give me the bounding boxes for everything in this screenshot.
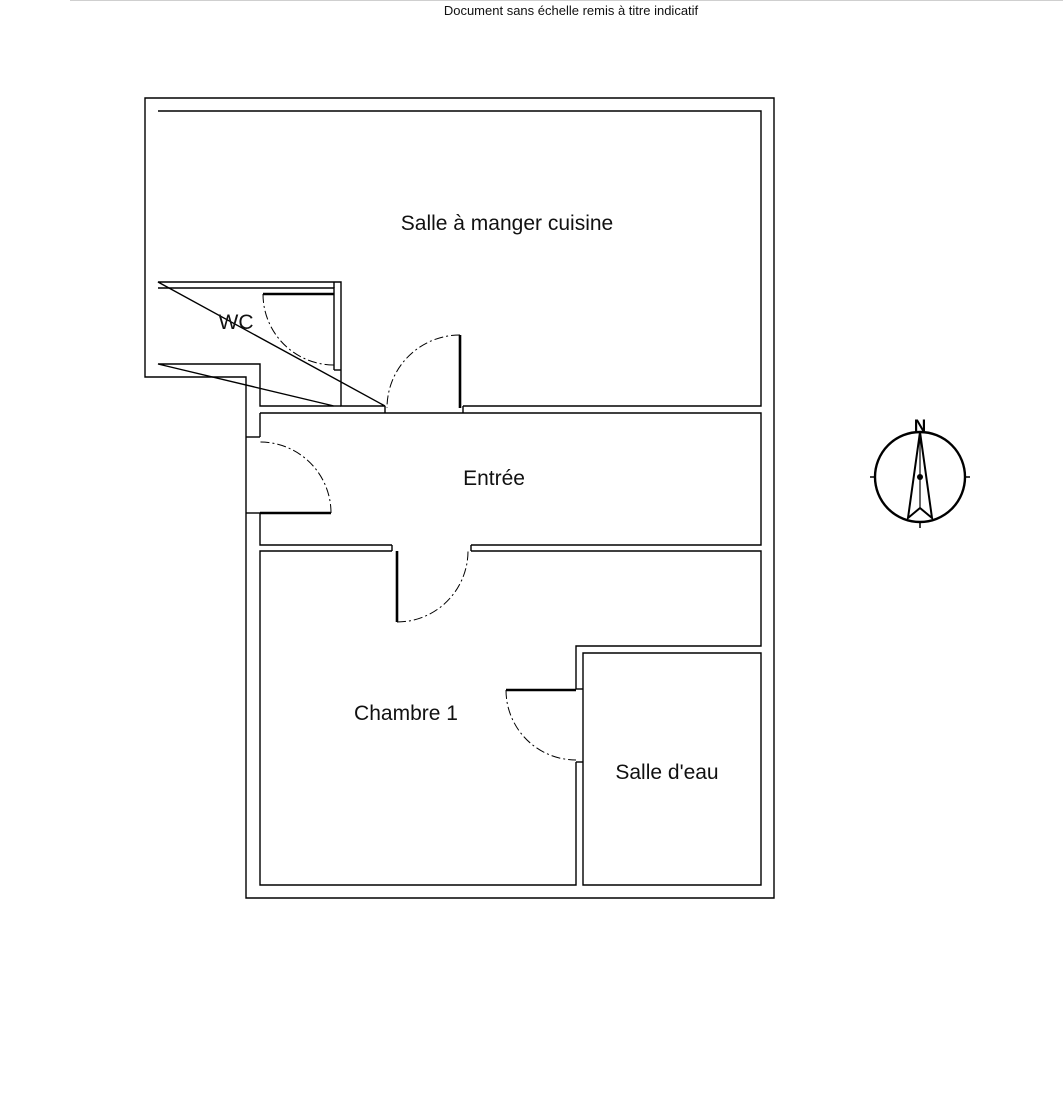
room-chambre [259, 550, 762, 886]
north-label: N [914, 416, 926, 435]
room-entree [259, 412, 762, 546]
outer-wall [144, 97, 775, 899]
door-entree-exterior [259, 441, 332, 515]
door-salle-eau [505, 688, 577, 761]
label-chambre: Chambre 1 [354, 702, 458, 725]
door-jambs [246, 282, 583, 763]
disclaimer-caption: Document sans échelle remis à titre indi… [443, 3, 699, 18]
label-salle-a-manger: Salle à manger cuisine [401, 212, 613, 235]
north-arrow-icon: N [870, 416, 970, 528]
room-salle-a-manger [157, 110, 762, 407]
top-rule [70, 0, 1063, 1]
label-entree: Entrée [463, 467, 525, 490]
door-salle-a-manger [386, 334, 462, 409]
door-wc [262, 292, 335, 366]
room-salle-eau [582, 652, 762, 886]
label-wc: WC [219, 311, 254, 334]
label-salle-eau: Salle d'eau [615, 761, 718, 784]
door-chambre [395, 550, 469, 623]
